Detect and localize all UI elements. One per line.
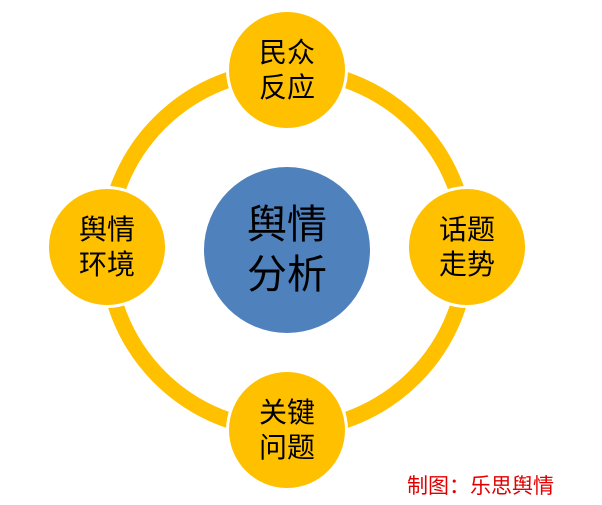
node-line2: 环境 [78, 248, 135, 281]
node-right: 话题 走势 [409, 189, 525, 305]
node-line2: 反应 [258, 71, 315, 104]
center-node: 舆情 分析 [204, 167, 370, 333]
node-line2: 问题 [258, 431, 315, 464]
node-left: 舆情 环境 [49, 189, 165, 305]
center-line2: 分析 [247, 252, 327, 298]
node-bottom: 关键 问题 [229, 372, 345, 488]
node-line2: 走势 [438, 248, 495, 281]
node-line1: 关键 [258, 396, 315, 429]
node-line1: 话题 [438, 213, 495, 246]
node-top: 民众 反应 [229, 12, 345, 128]
node-line1: 舆情 [78, 213, 135, 246]
node-line1: 民众 [258, 36, 315, 69]
center-line1: 舆情 [247, 202, 327, 248]
credit-text: 制图：乐思舆情 [407, 474, 554, 498]
